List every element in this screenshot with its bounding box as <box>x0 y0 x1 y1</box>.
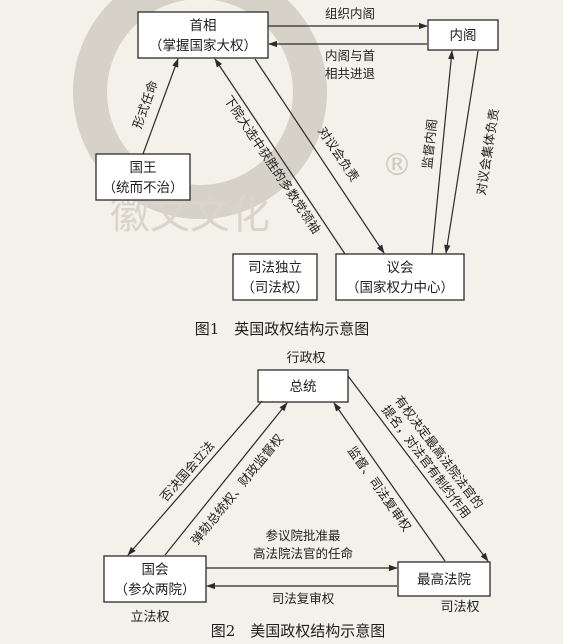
edge-president-to-congress <box>127 400 263 556</box>
edge-president-to-congress-label: 否决国会立法 <box>157 438 218 504</box>
node-pm-line-1: 首相 <box>190 18 217 34</box>
watermark-reg: ® <box>382 148 412 183</box>
node-judiciary-line-1: 司法独立 <box>248 260 302 276</box>
edge-congress-to-president <box>164 402 288 556</box>
edge-court-to-president <box>333 402 446 562</box>
node-parliament-line-2: （国家权力中心） <box>346 279 454 296</box>
node-congress-box <box>103 555 207 603</box>
edge-king-to-pm-label: 形式任命 <box>130 78 161 131</box>
edge-court-to-congress-label: 司法复审权 <box>272 591 335 606</box>
node-court-line-1: 最高法院 <box>417 571 471 588</box>
node-congress-line-2: （参众两院） <box>115 581 196 598</box>
node-judiciary-box <box>232 253 318 301</box>
node-king-line-1: 国王 <box>130 160 157 176</box>
edge-cabinet-to-parliament <box>444 50 479 254</box>
node-congress-line-1: 国会 <box>142 562 169 578</box>
figure-1-caption: 图1 英国政权结构示意图 <box>195 320 370 338</box>
edge-pm-to-cabinet-label: 组织内阁 <box>325 6 375 21</box>
edge-parliament-to-cabinet <box>431 50 455 255</box>
watermark-ring <box>73 0 327 219</box>
node-cabinet-box <box>427 19 499 51</box>
edge-pm-to-parliament-label: 对议会负责 <box>315 124 362 184</box>
node-pm-line-2: （掌握国家大权） <box>149 37 257 54</box>
edge-king-to-pm <box>142 58 179 155</box>
label-legislative-power: 立法权 <box>130 609 169 625</box>
node-pm-box <box>137 11 269 59</box>
node-parliament-box <box>335 253 465 301</box>
edge-court-to-president-label: 监督、司法复审权 <box>345 443 415 534</box>
label-executive-power: 行政权 <box>286 350 325 366</box>
edge-cabinet-to-pm-label-1: 内阁与首 <box>325 48 375 63</box>
edge-cabinet-to-pm-label-2: 相共进退 <box>325 66 376 81</box>
node-parliament-line-1: 议会 <box>387 260 414 276</box>
figure-2-caption: 图2 美国政权结构示意图 <box>211 622 386 640</box>
node-president-line-1: 总统 <box>290 379 317 395</box>
node-court-box <box>397 561 491 597</box>
edge-president-to-court <box>347 375 489 562</box>
edge-pm-to-parliament <box>254 58 385 254</box>
figure-2: 行政权 总统 国会 （参众两院） 立法权 最高法院 司法权 否决国会立法 弹劾总… <box>103 350 491 640</box>
node-cabinet-line-1: 内阁 <box>450 28 477 44</box>
node-president-box <box>257 369 349 403</box>
node-judiciary-line-2: （司法权） <box>241 279 309 296</box>
edge-cabinet-to-parliament-label: 对议会集体负责 <box>473 107 502 196</box>
edge-congress-to-court-label-1: 参议院批准最 <box>265 528 341 543</box>
label-judicial-power: 司法权 <box>440 599 479 615</box>
edge-parliament-to-pm <box>214 58 346 255</box>
edge-congress-to-court-label-2: 高法院法官的任命 <box>253 546 354 561</box>
node-king-line-2: （统而不治） <box>103 180 184 196</box>
edge-parliament-to-cabinet-label: 监督内阁 <box>419 118 439 169</box>
